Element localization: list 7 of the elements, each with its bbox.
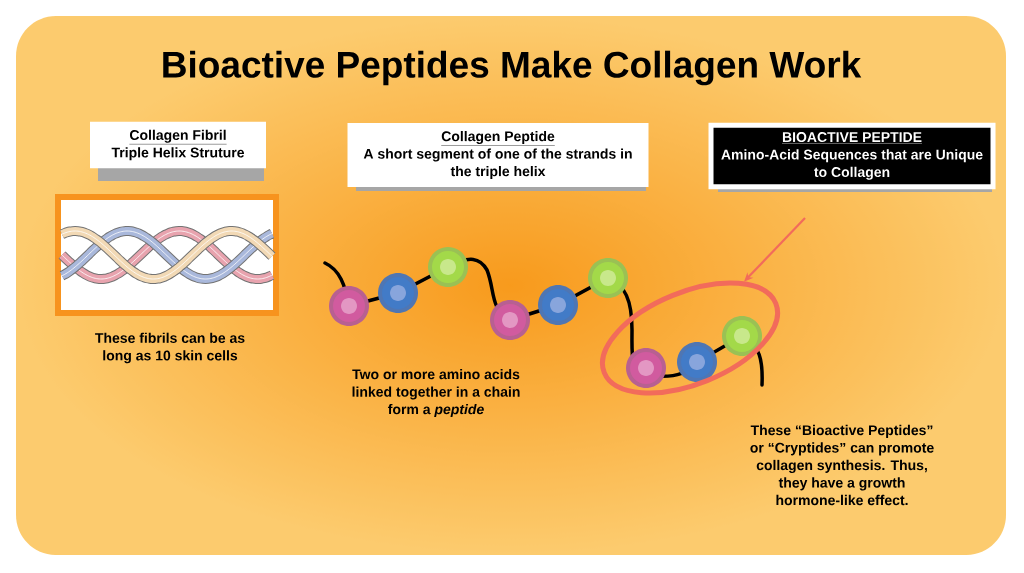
- title-box: BIOACTIVE PEPTIDE Amino-Acid Sequences that are Unique to Collagen: [708, 122, 996, 192]
- title-box: Collagen Peptide A short segment of one of the strands in the triple helix: [347, 123, 649, 191]
- title: Bioactive Peptides Make Collagen Work: [163, 50, 862, 86]
- node-label: These fibrils can be as long as 10 skin cells: [95, 332, 245, 364]
- node-label: These “Bioactive Peptides” or “Cryptides” can promote collagen synthesis. Thus, they have a growth hormone-like effect.: [750, 424, 934, 506]
- caption: Two or more amino acids linked together in a chain form a peptide: [352, 369, 520, 418]
- title-box: Collagen Fibril Triple Helix Struture: [90, 121, 266, 181]
